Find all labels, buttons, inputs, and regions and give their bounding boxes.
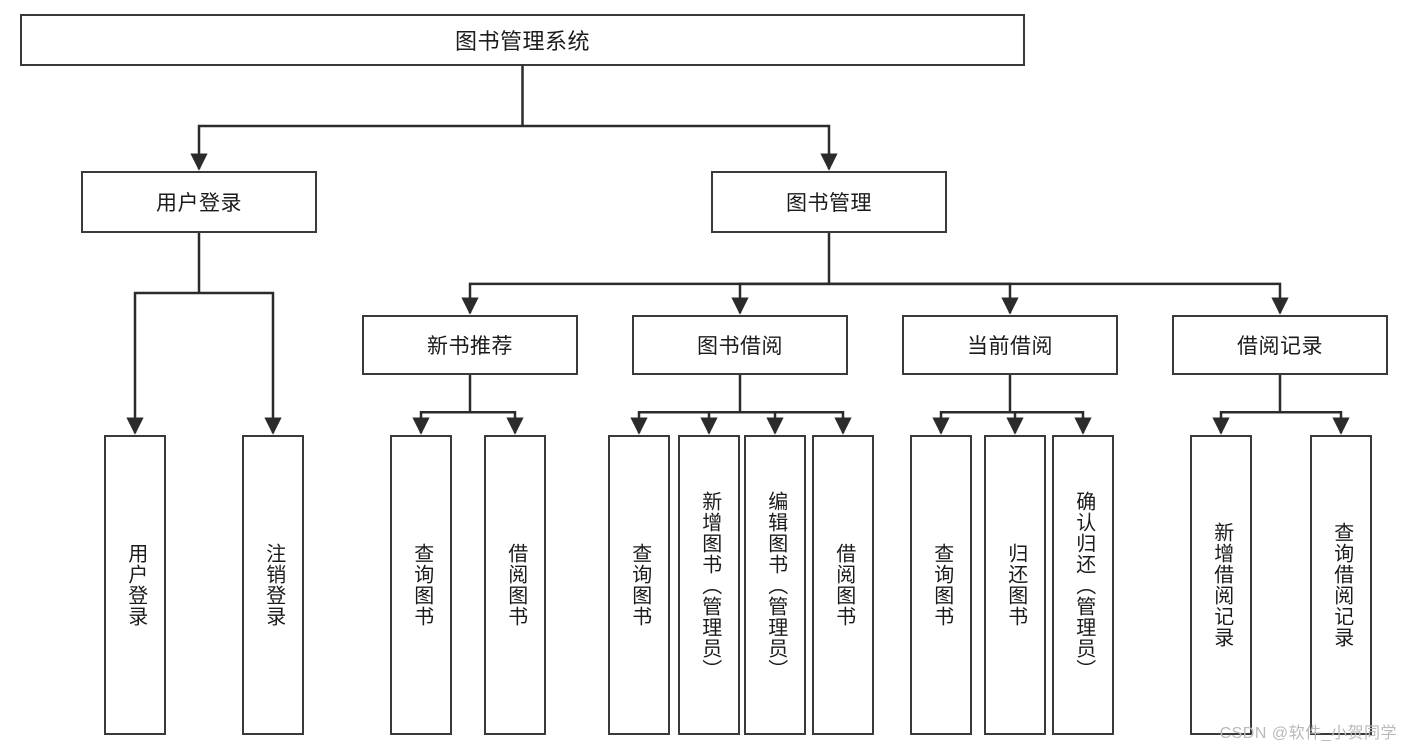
- node-current-borrow[interactable]: 当前借阅: [902, 315, 1118, 375]
- node-root[interactable]: 图书管理系统: [20, 14, 1025, 66]
- edge-connector: [470, 410, 524, 435]
- node-label: 用户登录: [156, 192, 242, 215]
- edge-connector: [461, 282, 829, 315]
- edge-connector: [932, 410, 1010, 435]
- edge-connector: [1280, 410, 1350, 435]
- node-leaf-query-book-2[interactable]: 查询图书: [608, 435, 670, 735]
- edge-connector: [1006, 410, 1024, 435]
- node-label: 确认归还（管理员）: [1072, 490, 1095, 680]
- node-leaf-add-book[interactable]: 新增图书（管理员）: [678, 435, 740, 735]
- node-label: 用户登录: [124, 543, 147, 627]
- edge-connector: [190, 124, 523, 171]
- node-label: 图书借阅: [697, 335, 783, 358]
- node-label: 当前借阅: [967, 335, 1053, 358]
- node-label: 查询图书: [930, 543, 953, 627]
- edge-connector: [126, 291, 199, 435]
- node-label: 新书推荐: [427, 335, 513, 358]
- edge-connector: [1212, 410, 1280, 435]
- node-leaf-user-logout[interactable]: 注销登录: [242, 435, 304, 735]
- node-label: 图书管理: [786, 192, 872, 215]
- node-book-borrow[interactable]: 图书借阅: [632, 315, 848, 375]
- edge-connector: [522, 124, 838, 171]
- node-leaf-query-book-3[interactable]: 查询图书: [910, 435, 972, 735]
- node-label: 新增图书（管理员）: [698, 490, 721, 680]
- edge-connector: [829, 282, 1289, 315]
- node-label: 图书管理系统: [454, 29, 590, 54]
- node-leaf-query-book-1[interactable]: 查询图书: [390, 435, 452, 735]
- node-label: 归还图书: [1004, 543, 1027, 627]
- edge-connector: [740, 410, 852, 435]
- node-leaf-user-login[interactable]: 用户登录: [104, 435, 166, 735]
- node-label: 注销登录: [262, 543, 285, 627]
- node-leaf-return-book[interactable]: 归还图书: [984, 435, 1046, 735]
- node-label: 查询图书: [628, 543, 651, 627]
- node-leaf-query-record[interactable]: 查询借阅记录: [1310, 435, 1372, 735]
- node-leaf-borrow-book-1[interactable]: 借阅图书: [484, 435, 546, 735]
- node-label: 查询图书: [410, 543, 433, 627]
- node-leaf-borrow-book-2[interactable]: 借阅图书: [812, 435, 874, 735]
- edge-connector: [412, 410, 470, 435]
- node-label: 借阅图书: [504, 543, 527, 627]
- node-label: 借阅图书: [832, 543, 855, 627]
- watermark: CSDN @软件_小贺同学: [1219, 725, 1397, 742]
- node-user-login[interactable]: 用户登录: [81, 171, 317, 233]
- node-leaf-edit-book[interactable]: 编辑图书（管理员）: [744, 435, 806, 735]
- edge-connector: [700, 410, 740, 435]
- edge-connector: [630, 410, 740, 435]
- node-book-manage[interactable]: 图书管理: [711, 171, 947, 233]
- node-label: 借阅记录: [1237, 335, 1323, 358]
- edge-connector: [740, 410, 784, 435]
- edge-connector: [731, 282, 829, 315]
- node-label: 编辑图书（管理员）: [764, 490, 787, 680]
- node-leaf-add-record[interactable]: 新增借阅记录: [1190, 435, 1252, 735]
- node-label: 查询借阅记录: [1330, 522, 1353, 648]
- node-borrow-record[interactable]: 借阅记录: [1172, 315, 1388, 375]
- node-leaf-confirm-return[interactable]: 确认归还（管理员）: [1052, 435, 1114, 735]
- edge-connector: [1010, 410, 1092, 435]
- node-new-book-recommend[interactable]: 新书推荐: [362, 315, 578, 375]
- edge-connector: [199, 291, 282, 435]
- edge-connector: [829, 282, 1019, 315]
- node-label: 新增借阅记录: [1210, 522, 1233, 648]
